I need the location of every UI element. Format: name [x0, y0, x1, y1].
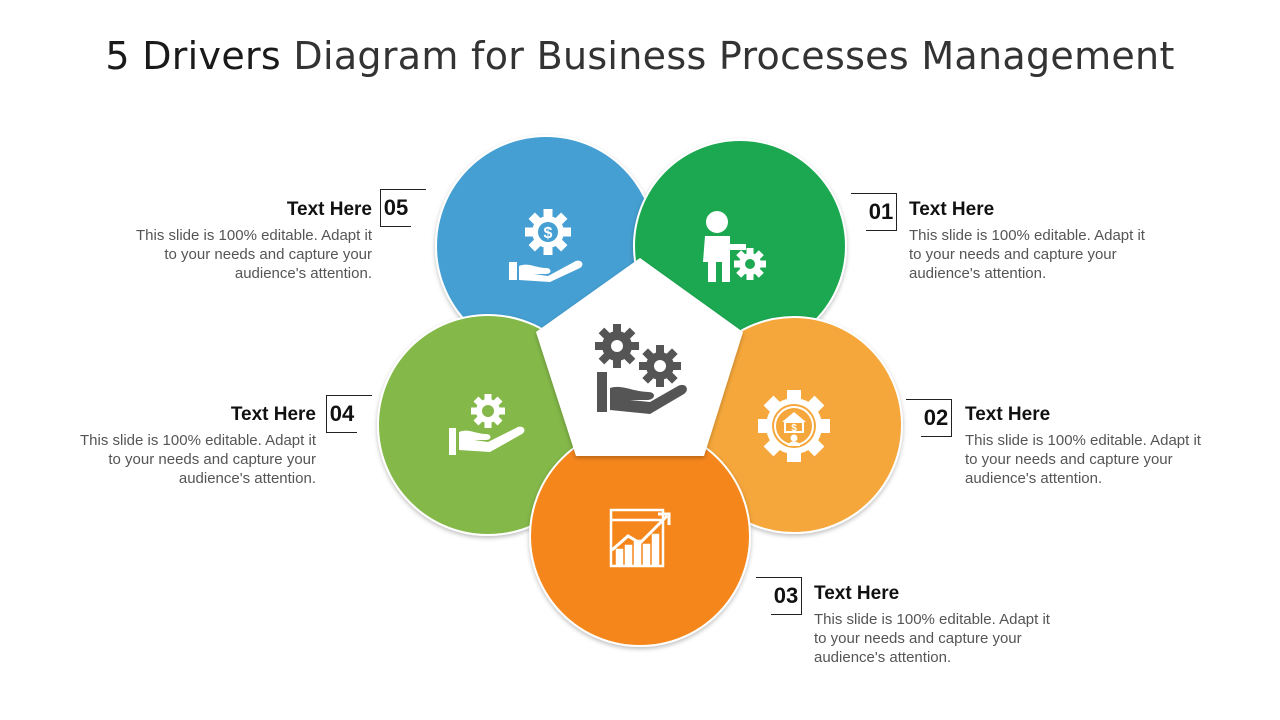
svg-text:$: $ [791, 423, 797, 434]
hand-gear-icon [449, 394, 525, 455]
title-bold-part: 5 Drivers [105, 34, 282, 78]
driver-05-heading: Text Here [286, 199, 372, 220]
growth-chart-icon [609, 508, 671, 568]
driver-03-text: Text Here This slide is 100% editable. A… [814, 582, 1074, 667]
hand-dollar-gear-icon: $ [509, 209, 583, 282]
driver-05-number: 05 [380, 189, 426, 227]
dollar-building-gear-icon: $ [758, 390, 830, 462]
driver-01-number: 01 [851, 193, 897, 231]
driver-04-number: 04 [326, 395, 372, 433]
driver-01-text: Text Here This slide is 100% editable. A… [909, 198, 1169, 283]
driver-04-text: Text Here This slide is 100% editable. A… [66, 403, 316, 488]
driver-01-heading: Text Here [909, 199, 995, 220]
page-title: 5 Drivers Diagram for Business Processes… [0, 34, 1280, 78]
title-rest-part: Diagram for Business Processes Managemen… [281, 34, 1175, 78]
driver-02-description: This slide is 100% editable. Adapt it to… [965, 432, 1201, 487]
svg-text:$: $ [544, 225, 553, 242]
driver-03-description: This slide is 100% editable. Adapt it to… [814, 611, 1050, 666]
driver-02-text: Text Here This slide is 100% editable. A… [965, 403, 1225, 488]
hand-gears-icon [595, 324, 687, 414]
person-gear-icon [703, 211, 766, 282]
driver-05-text: Text Here This slide is 100% editable. A… [122, 198, 372, 283]
driver-04-heading: Text Here [230, 404, 316, 425]
driver-05-description: This slide is 100% editable. Adapt it to… [136, 227, 372, 282]
driver-03-circle [529, 425, 751, 647]
driver-03-heading: Text Here [814, 583, 900, 604]
driver-01-description: This slide is 100% editable. Adapt it to… [909, 227, 1145, 282]
driver-03-number: 03 [756, 577, 802, 615]
driver-04-description: This slide is 100% editable. Adapt it to… [80, 432, 316, 487]
center-pentagon [536, 258, 743, 456]
driver-02-heading: Text Here [965, 404, 1051, 425]
driver-02-number: 02 [906, 399, 952, 437]
